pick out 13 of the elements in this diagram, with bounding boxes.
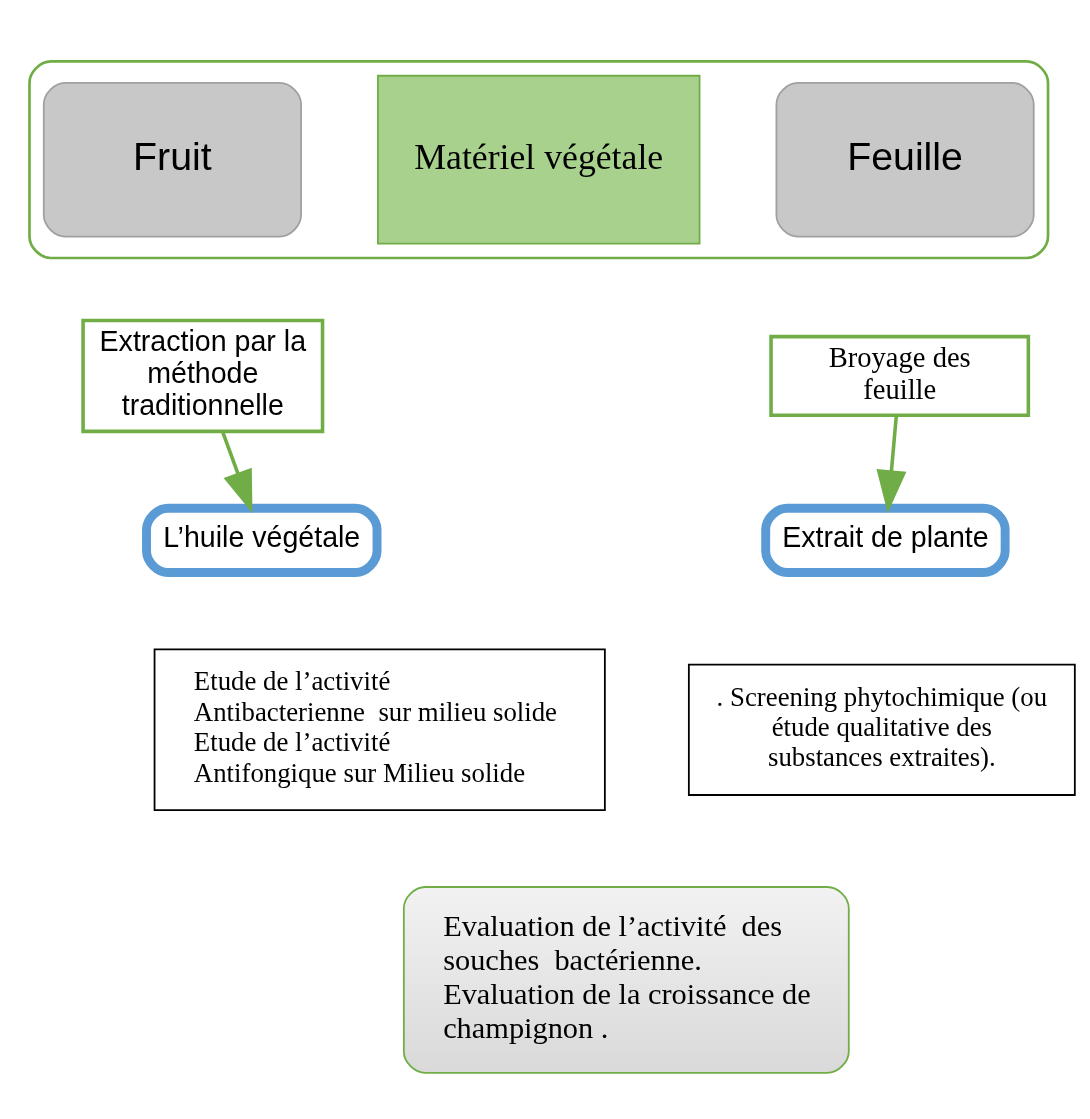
arrow (876, 415, 907, 513)
cluster (28, 59, 1050, 259)
node-box: Feuille (775, 81, 1035, 237)
arrow (221, 431, 253, 513)
node-box: Extrait de plante (761, 503, 1010, 577)
node-box: Evaluation de l’activité des souches bactérienne. Evaluation de la croissance de champignon . (402, 885, 850, 1074)
node-box: . Screening phytochimique (ou étude qualitative des substances extraites). (687, 663, 1076, 796)
node-box: Etude de l’activité Antibacterienne sur milieu solide Etude de l’activité Antifongique sur Milieu solide (153, 647, 606, 811)
node-box: Fruit (42, 81, 302, 237)
node-box: Extraction par la méthode traditionnelle (81, 318, 325, 433)
node-box: Matériel végétale (377, 74, 701, 245)
node-box: Broyage des feuille (769, 334, 1031, 417)
node-box: L’huile végétale (142, 503, 382, 577)
